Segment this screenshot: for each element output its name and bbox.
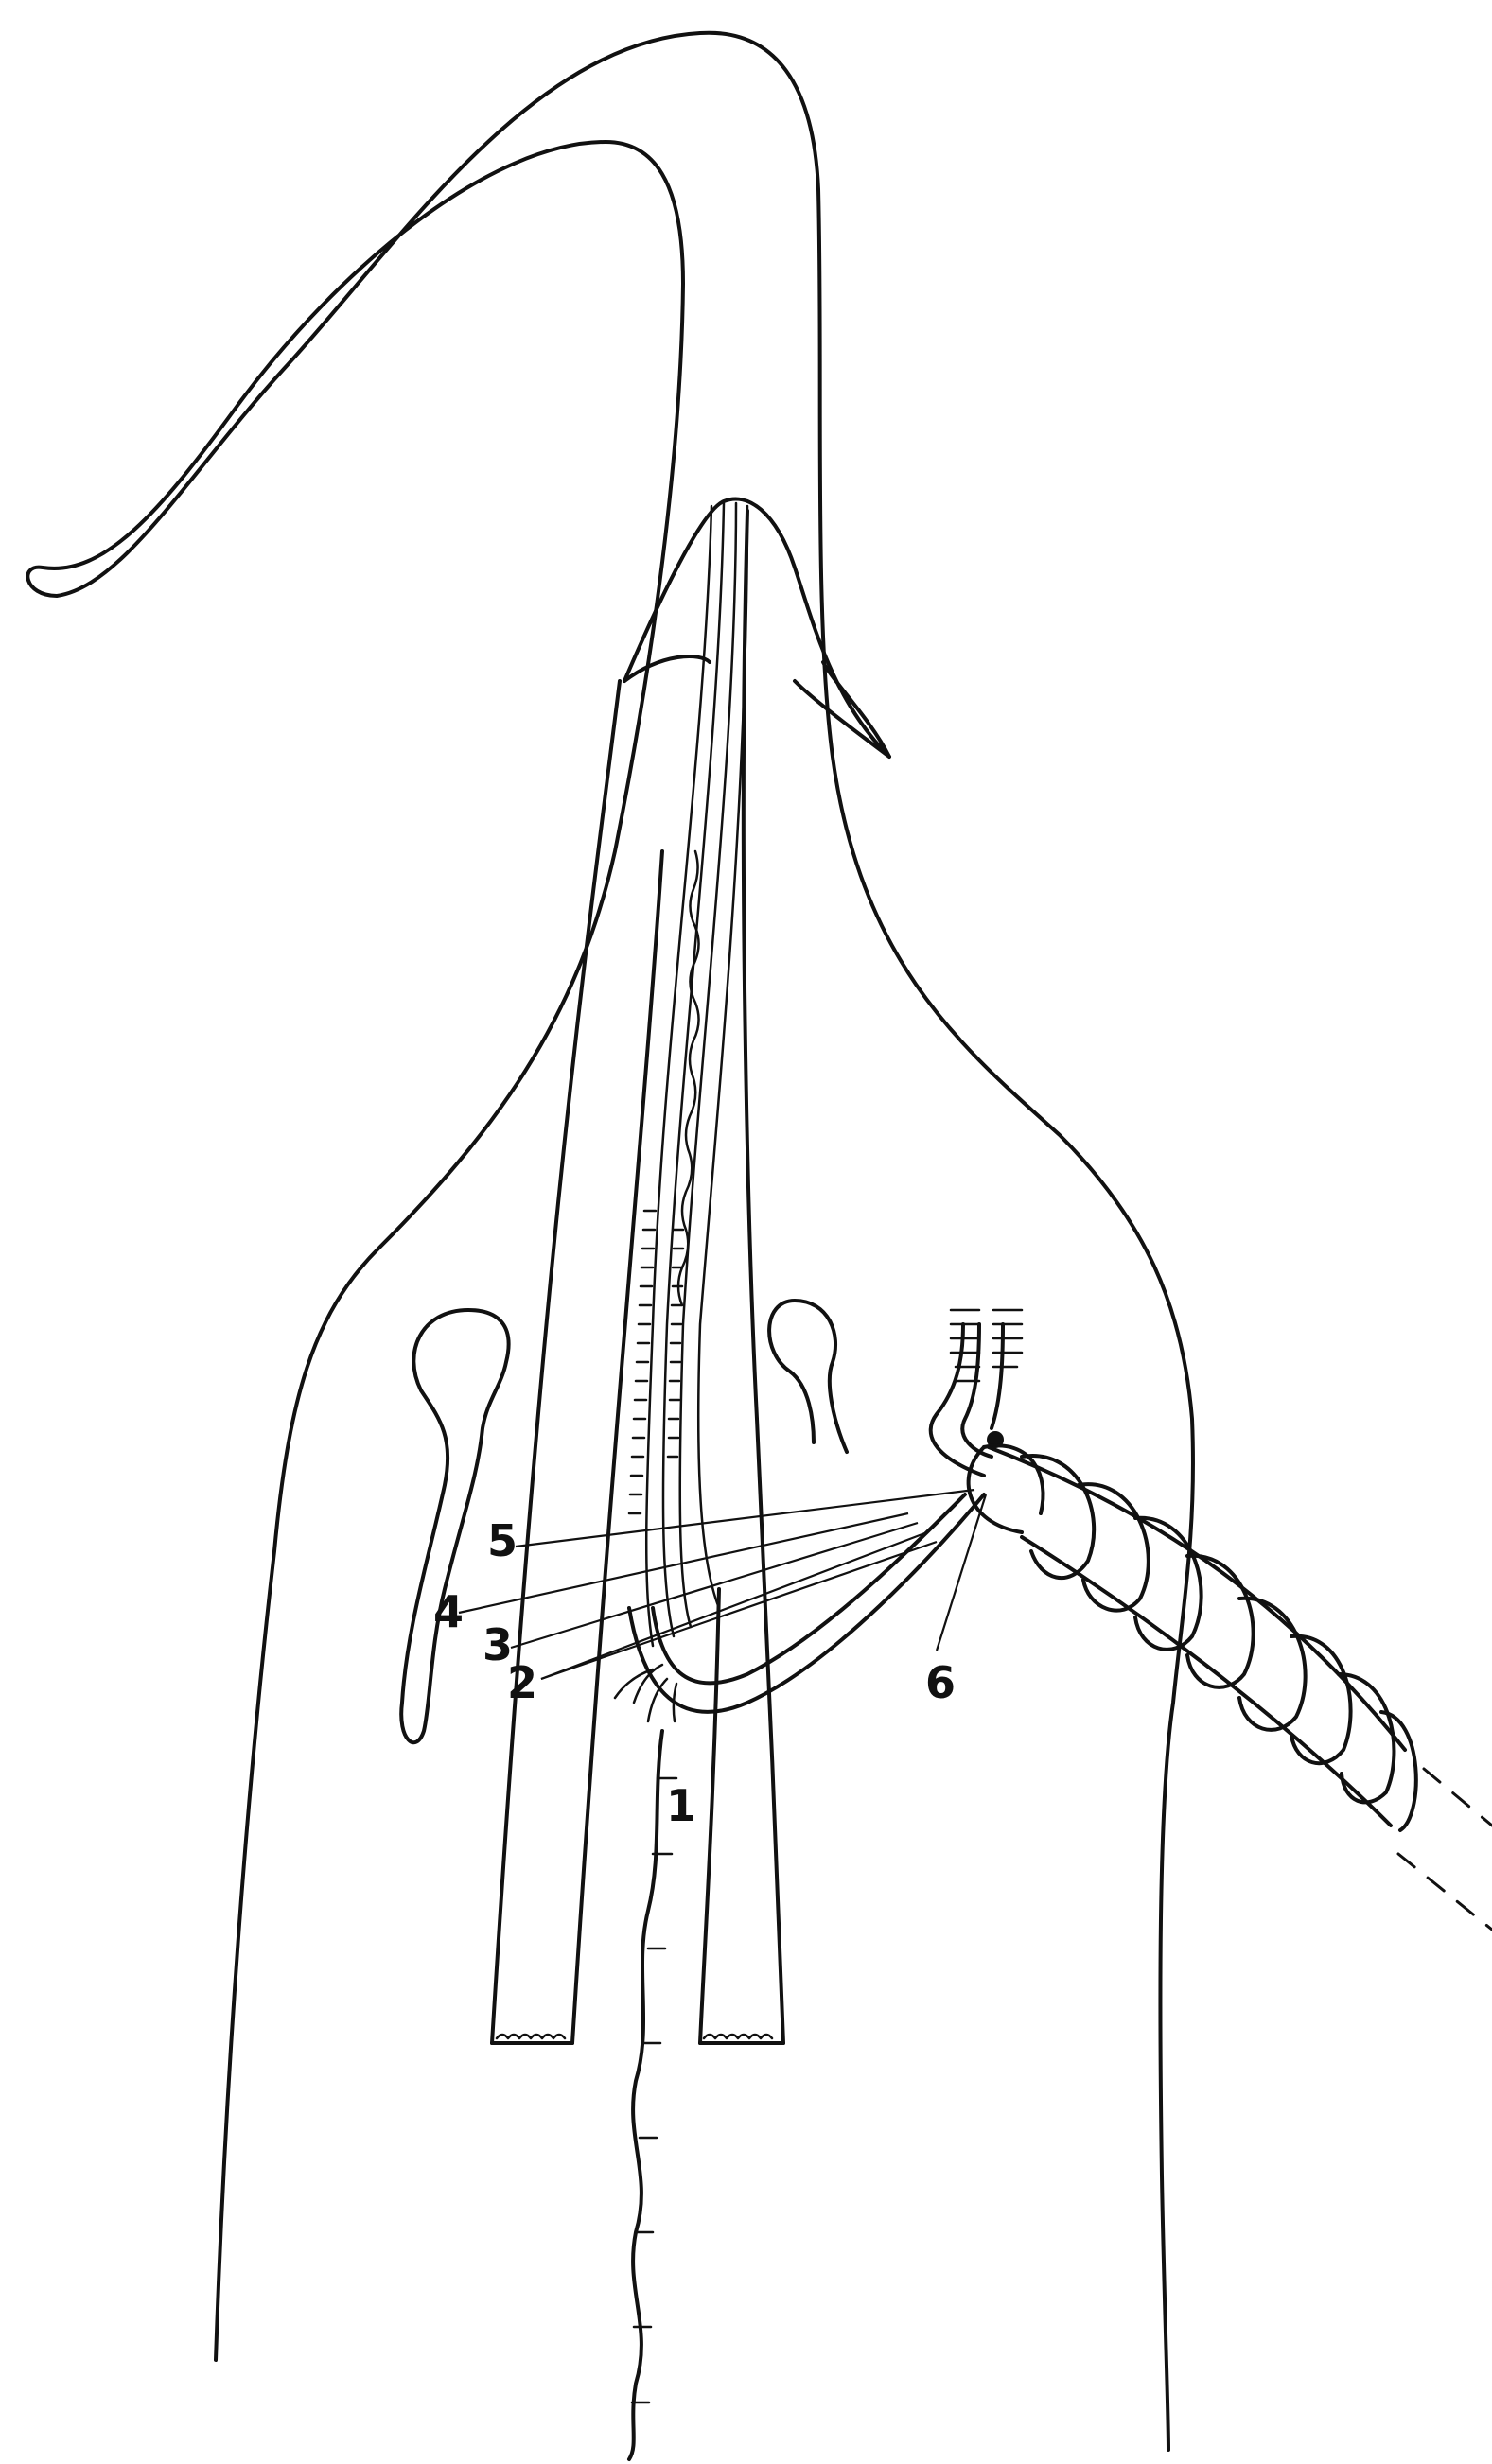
leader-line-5 (516, 1490, 974, 1547)
body-outline (27, 33, 1193, 2450)
nerve-chain (629, 1731, 676, 2459)
label-3: 3 (483, 1619, 513, 1670)
label-6: 6 (925, 1657, 956, 1708)
label-4: 4 (433, 1586, 464, 1637)
right-gland (769, 1301, 847, 1452)
coil-continuation (1398, 1769, 1492, 1930)
leader-line-2 (541, 1532, 927, 1679)
tubule-pair (931, 1310, 1022, 1476)
leader-lines (459, 1490, 986, 1679)
right-band (700, 1419, 783, 2043)
label-1: 1 (666, 1780, 696, 1831)
label-5: 5 (487, 1515, 518, 1566)
duct-tubes (646, 503, 757, 1646)
